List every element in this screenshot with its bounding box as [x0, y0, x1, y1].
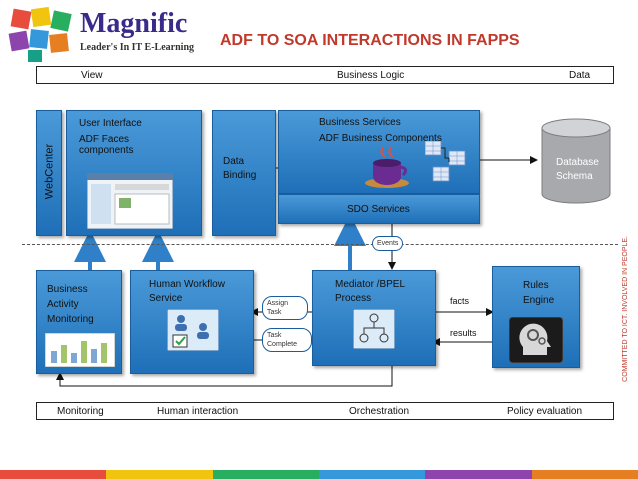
- layer-human-interaction: Human interaction: [157, 406, 239, 417]
- data-binding-box: Data Binding: [212, 110, 276, 236]
- user-interface-box: User Interface ADF Faces components: [66, 110, 202, 236]
- database-label: Database Schema: [556, 156, 599, 184]
- layer-view: View: [81, 70, 103, 81]
- data-binding-2: Binding: [223, 170, 257, 181]
- database-label-2: Schema: [556, 171, 593, 182]
- layer-business-logic: Business Logic: [337, 70, 405, 81]
- business-services-box: Business Services ADF Business Component…: [278, 110, 480, 194]
- human-workflow-box: Human Workflow Service: [130, 270, 254, 374]
- grid-table-icon: [425, 141, 466, 182]
- webcenter-box: WebCenter: [36, 110, 62, 236]
- webcenter-label: WebCenter: [43, 143, 56, 200]
- rules-2: Engine: [523, 295, 555, 306]
- bam-1: Business: [47, 284, 88, 295]
- mediator-bpel-box: Mediator /BPEL Process: [312, 270, 436, 366]
- workflow-users-icon: [167, 309, 219, 351]
- sdo-services-box: SDO Services: [278, 194, 480, 224]
- bam-2: Activity: [47, 299, 79, 310]
- data-binding-1: Data: [223, 156, 245, 167]
- hw-1: Human Workflow: [149, 279, 225, 290]
- facts-label: facts: [450, 296, 470, 306]
- events-label: Events: [372, 236, 404, 251]
- task-complete-1: Task: [267, 332, 282, 339]
- layer-policy-evaluation: Policy evaluation: [507, 406, 583, 417]
- process-flow-icon: [353, 309, 395, 349]
- ui-title: User Interface: [79, 118, 142, 129]
- ui-sub-1: ADF Faces: [79, 134, 130, 145]
- logo-tagline: Leader's In IT E-Learning: [80, 42, 194, 53]
- logo-icon: [8, 6, 72, 62]
- layer-bar-top: View Business Logic Data: [36, 66, 614, 84]
- assign-task-2: Task: [267, 309, 282, 316]
- rules-engine-box: Rules Engine: [492, 266, 580, 368]
- screenshot-thumbnail-icon: [87, 173, 173, 229]
- database-icon: [541, 118, 611, 204]
- bam-box: Business Activity Monitoring: [36, 270, 122, 374]
- layer-orchestration: Orchestration: [349, 406, 410, 417]
- med-1: Mediator /BPEL: [335, 279, 406, 290]
- layer-data: Data: [569, 70, 591, 81]
- sdo-label: SDO Services: [347, 204, 410, 215]
- results-label: results: [450, 328, 477, 338]
- page-title: ADF TO SOA INTERACTIONS IN FAPPS: [220, 32, 520, 49]
- bs-sub: ADF Business Components: [319, 133, 442, 144]
- arrow-feedback-loop: [56, 364, 393, 387]
- hw-2: Service: [149, 293, 183, 304]
- layer-monitoring: Monitoring: [57, 406, 104, 417]
- med-2: Process: [335, 293, 372, 304]
- logo-name: Magnific: [80, 8, 188, 39]
- bs-title: Business Services: [319, 117, 401, 128]
- database-label-1: Database: [556, 157, 599, 168]
- task-complete-label: Task Complete: [262, 328, 312, 352]
- layer-bar-bottom: Monitoring Human interaction Orchestrati…: [36, 402, 614, 420]
- bar-chart-icon: [45, 333, 115, 367]
- layer-divider: [22, 244, 618, 245]
- java-coffee-icon: [365, 146, 409, 188]
- task-complete-2: Complete: [267, 341, 297, 348]
- bam-3: Monitoring: [47, 314, 94, 325]
- rules-1: Rules: [523, 280, 549, 291]
- assign-task-1: Assign: [267, 300, 289, 307]
- ui-sub-2: components: [79, 145, 134, 156]
- assign-task-label: Assign Task: [262, 296, 308, 320]
- brain-gears-icon: [509, 317, 563, 363]
- footer-color-strip: [0, 470, 638, 479]
- side-tagline: COMMITTED TO ICT. INVOLVED IN PEOPLE.: [622, 236, 629, 382]
